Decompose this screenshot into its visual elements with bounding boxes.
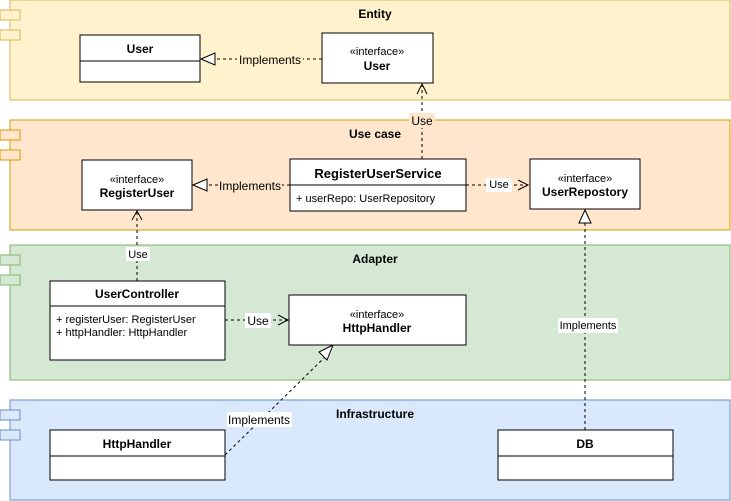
edge-label-user-implements: Implements <box>239 53 301 67</box>
edge-service-uses-repo: Use <box>466 178 530 192</box>
interface-user-repository-name: UserRepostory <box>542 185 628 199</box>
interface-register-user: «interface» RegisterUser <box>81 159 193 211</box>
class-register-user-service: RegisterUserService + userRepo: UserRepo… <box>289 158 467 212</box>
edge-service-uses-user: Use <box>409 82 435 159</box>
package-usecase-title: Use case <box>349 127 401 141</box>
package-entity-title: Entity <box>358 7 392 21</box>
class-user-entity: User <box>79 34 201 83</box>
edge-label-controller-uses-http: Use <box>247 314 269 328</box>
interface-http-handler-name: HttpHandler <box>343 321 412 335</box>
class-infra-http-handler-name: HttpHandler <box>103 437 172 451</box>
edge-db-implements-repo: Implements <box>558 208 618 430</box>
interface-user: «interface» User <box>321 32 434 84</box>
interface-user-stereotype: «interface» <box>350 46 404 58</box>
edge-label-service-uses-user: Use <box>411 114 433 128</box>
edge-label-service-implements-register: Implements <box>219 179 281 193</box>
edge-label-service-uses-repo: Use <box>489 179 509 191</box>
package-infrastructure-title: Infrastructure <box>336 407 414 421</box>
edge-label-controller-uses-register: Use <box>128 249 148 261</box>
edge-label-db-implements-repo: Implements <box>560 320 617 332</box>
edge-label-http-implements: Implements <box>228 413 290 427</box>
class-infra-db: DB <box>497 429 674 481</box>
package-adapter-title: Adapter <box>352 252 398 266</box>
interface-user-name: User <box>364 59 391 73</box>
class-register-user-service-attr: + userRepo: UserRepository <box>296 193 436 205</box>
interface-http-handler: «interface» HttpHandler <box>288 294 467 346</box>
edge-user-implements: Implements <box>199 51 322 67</box>
edge-controller-uses-register: Use <box>126 209 150 281</box>
edge-http-implements: Implements <box>224 343 334 456</box>
class-register-user-service-name: RegisterUserService <box>314 166 441 181</box>
interface-user-repository: «interface» UserRepostory <box>529 158 641 210</box>
class-user-entity-name: User <box>127 42 154 56</box>
interface-register-user-name: RegisterUser <box>100 186 175 200</box>
class-infra-http-handler: HttpHandler <box>49 429 226 481</box>
edge-controller-uses-http: Use <box>225 313 290 328</box>
interface-http-handler-stereotype: «interface» <box>350 309 404 321</box>
class-user-controller-attr-register: + registerUser: RegisterUser <box>56 314 196 326</box>
interface-register-user-stereotype: «interface» <box>110 174 164 186</box>
interface-user-repository-stereotype: «interface» <box>558 173 612 185</box>
class-user-controller-attr-http: + httpHandler: HttpHandler <box>56 327 187 339</box>
edge-service-implements-register: Implements <box>191 178 290 193</box>
class-user-controller-name: UserController <box>95 287 179 301</box>
class-user-controller: UserController + registerUser: RegisterU… <box>49 280 226 361</box>
class-infra-db-name: DB <box>576 437 594 451</box>
